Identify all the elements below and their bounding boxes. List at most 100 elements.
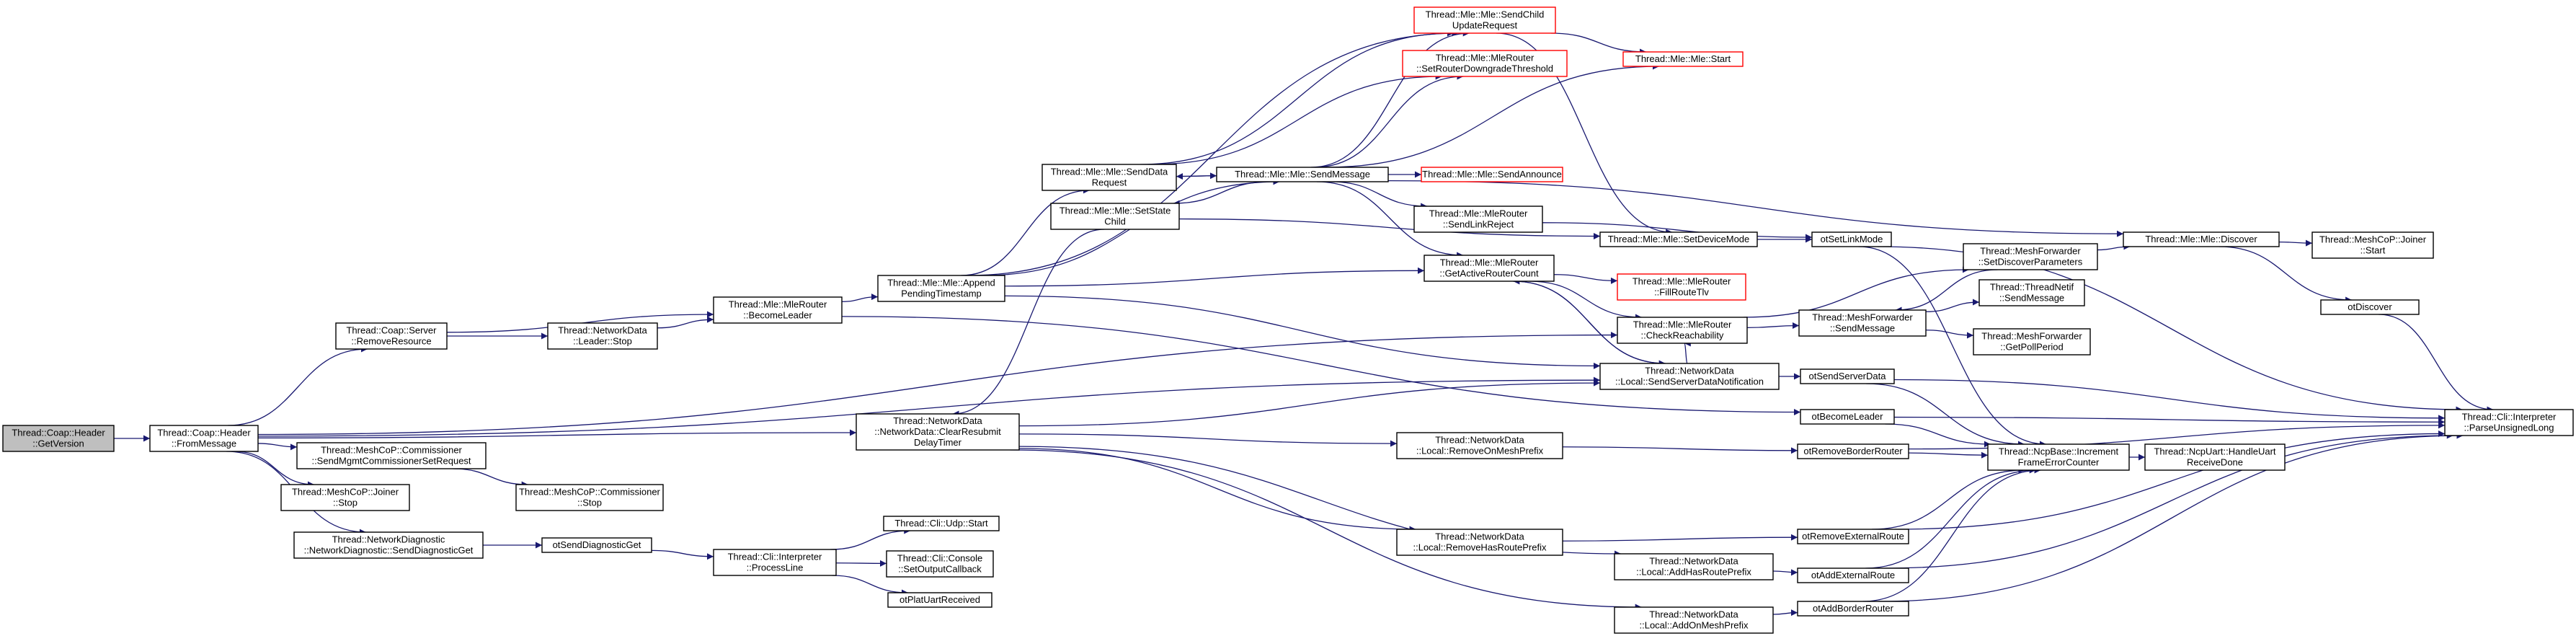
node-otsenddiag[interactable]: otSendDiagnosticGet — [541, 537, 652, 553]
node-otsetlinkmode[interactable]: otSetLinkMode — [1811, 231, 1892, 247]
node-box — [2123, 231, 2280, 247]
node-getpollperiod[interactable]: Thread::MeshForwarder::GetPollPeriod — [1973, 328, 2091, 355]
edge-sendmessage-to-senddatareq — [1176, 173, 1217, 180]
node-box — [1396, 432, 1563, 459]
edge-otremoveext-to-parseunsigned — [1894, 430, 2446, 530]
edge-removeonmesh-to-otremoveborder — [1562, 446, 1798, 454]
node-leaderstop[interactable]: Thread::NetworkData::Leader::Stop — [547, 322, 658, 350]
node-otdiscover[interactable]: otDiscover — [2320, 299, 2420, 315]
node-addonmesh[interactable]: Thread::NetworkData::Local::AddOnMeshPre… — [1614, 606, 1774, 634]
node-box — [1614, 553, 1774, 580]
node-label: ::Stop — [333, 498, 357, 508]
node-box — [1800, 409, 1895, 425]
node-label: Thread::Mle::MleRouter — [1633, 319, 1732, 330]
node-box — [1617, 317, 1748, 344]
node-label: Thread::NcpUart::HandleUart — [2154, 446, 2275, 457]
node-label: ::Start — [2360, 245, 2386, 256]
node-meshfwdsetdisc[interactable]: Thread::MeshForwarder::SetDiscoverParame… — [1963, 243, 2098, 270]
node-fillroutetlv[interactable]: Thread::Mle::MleRouter::FillRouteTlv — [1617, 273, 1746, 301]
node-clearresubmit[interactable]: Thread::NetworkData::NetworkData::ClearR… — [856, 413, 1020, 451]
node-otaddext[interactable]: otAddExternalRoute — [1797, 567, 1909, 583]
node-mlediscover[interactable]: Thread::Mle::Mle::Discover — [2123, 231, 2280, 247]
node-box — [280, 484, 410, 511]
node-otplaturt[interactable]: otPlatUartReceived — [887, 592, 992, 608]
node-box — [1800, 368, 1895, 384]
node-sendmessage[interactable]: Thread::Mle::Mle::SendMessage — [1216, 167, 1389, 182]
edge-becomeleader-to-appendpending — [841, 293, 879, 302]
node-sendannounce[interactable]: Thread::Mle::Mle::SendAnnounce — [1421, 167, 1563, 182]
node-label: ::GetVersion — [32, 438, 84, 449]
edge-otaddborder-to-ncpincrement — [1862, 467, 2041, 602]
node-label: Thread::NetworkData — [1645, 366, 1734, 376]
node-getversion[interactable]: Thread::Coap::Header::GetVersion — [2, 425, 115, 452]
edge-mlediscover-to-joinerstart — [2278, 239, 2313, 247]
node-box — [1797, 567, 1909, 583]
node-sendlinkreject[interactable]: Thread::Mle::MleRouter::SendLinkReject — [1413, 206, 1543, 233]
node-processline[interactable]: Thread::Cli::Interpreter::ProcessLine — [713, 549, 837, 576]
edge-otbecomeleader-to-parseunsigned — [1893, 416, 2446, 425]
node-label: otSetLinkMode — [1821, 234, 1883, 244]
node-mlestart[interactable]: Thread::Mle::Mle::Start — [1622, 51, 1744, 67]
node-checkreach[interactable]: Thread::Mle::MleRouter::CheckReachabilit… — [1617, 317, 1748, 344]
edge-otsendserver-to-ncpincrement — [1866, 383, 2025, 448]
node-setdevicemode[interactable]: Thread::Mle::Mle::SetDeviceMode — [1599, 231, 1758, 247]
node-label: ::SetOutputCallback — [898, 564, 982, 575]
edge-clearresubmit-to-sendserverdata — [1018, 379, 1601, 427]
node-label: ::Local::AddOnMeshPrefix — [1639, 620, 1749, 631]
node-senddiag[interactable]: Thread::NetworkDiagnostic::NetworkDiagno… — [293, 531, 484, 559]
node-getactiverouter[interactable]: Thread::Mle::MleRouter::GetActiveRouterC… — [1424, 255, 1555, 282]
node-label: otRemoveBorderRouter — [1803, 446, 1903, 456]
node-otremoveext[interactable]: otRemoveExternalRoute — [1797, 529, 1909, 544]
node-label: Thread::Coap::Header — [157, 428, 251, 438]
edge-sendmessage-to-setrouterdowngrade — [1314, 73, 1464, 168]
node-sendserverdata[interactable]: Thread::NetworkData::Local::SendServerDa… — [1599, 363, 1780, 390]
node-frommessage[interactable]: Thread::Coap::Header::FromMessage — [149, 425, 259, 452]
node-box — [1973, 328, 2091, 355]
edge-sendserverdata-to-checkreach — [1684, 340, 1691, 364]
node-label: Thread::NetworkData — [1649, 609, 1738, 620]
node-joinerstart[interactable]: Thread::MeshCoP::Joiner::Start — [2311, 231, 2434, 259]
node-label: Thread::Coap::Server — [346, 325, 437, 336]
node-udpstart[interactable]: Thread::Cli::Udp::Start — [883, 516, 1000, 531]
edge-sendmessage-to-sendlinkreject — [1331, 181, 1428, 210]
node-otaddborder[interactable]: otAddBorderRouter — [1797, 601, 1909, 617]
edge-sendmessage-to-sendchildupdate — [1310, 30, 1470, 168]
node-label: ::SendMessage — [1830, 323, 1895, 334]
node-commsendmgmt[interactable]: Thread::MeshCoP::Commissioner::SendMgmtC… — [296, 442, 487, 469]
node-label: Thread::Cli::Udp::Start — [894, 518, 988, 529]
node-otremoveborder[interactable]: otRemoveBorderRouter — [1797, 443, 1909, 459]
node-box — [149, 425, 259, 452]
node-label: Thread::Mle::MleRouter — [1633, 276, 1731, 287]
node-removehasroute[interactable]: Thread::NetworkData::Local::RemoveHasRou… — [1396, 529, 1563, 556]
node-ncpincrement[interactable]: Thread::NcpBase::IncrementFrameErrorCoun… — [1987, 443, 2130, 471]
node-parseunsigned[interactable]: Thread::Cli::Interpreter::ParseUnsignedL… — [2444, 409, 2574, 436]
node-otsendserver[interactable]: otSendServerData — [1800, 368, 1895, 384]
node-setoutputcb[interactable]: Thread::Cli::Console::SetOutputCallback — [886, 550, 994, 578]
node-meshfwdsendmsg[interactable]: Thread::MeshForwarder::SendMessage — [1798, 309, 1927, 337]
edge-getactiverouter-to-fillroutetlv — [1553, 274, 1618, 284]
node-label: ::Local::SendServerDataNotification — [1615, 376, 1764, 387]
node-joinerstop[interactable]: Thread::MeshCoP::Joiner::Stop — [280, 484, 410, 511]
node-label: Thread::Mle::MleRouter — [1436, 53, 1535, 63]
node-setrouterdowngrade[interactable]: Thread::Mle::MleRouter::SetRouterDowngra… — [1402, 50, 1568, 77]
node-commstop[interactable]: Thread::MeshCoP::Commissioner::Stop — [515, 484, 664, 511]
node-box — [1798, 309, 1927, 337]
node-label: Thread::NetworkData — [1435, 435, 1524, 446]
node-box — [883, 516, 1000, 531]
edge-sendmessage-to-setstatechild — [1173, 181, 1271, 207]
node-box — [713, 296, 843, 324]
node-becomeleader[interactable]: Thread::Mle::MleRouter::BecomeLeader — [713, 296, 843, 324]
node-netifsendmsg[interactable]: Thread::ThreadNetif::SendMessage — [1978, 279, 2085, 306]
node-addhasroute[interactable]: Thread::NetworkData::Local::AddHasRouteP… — [1614, 553, 1774, 580]
node-otbecomeleader[interactable]: otBecomeLeader — [1800, 409, 1895, 425]
node-label: Child — [1104, 216, 1126, 227]
edge-clearresubmit-to-addonmesh — [1010, 449, 1642, 611]
node-removeonmesh[interactable]: Thread::NetworkData::Local::RemoveOnMesh… — [1396, 432, 1563, 459]
node-label: otSendServerData — [1809, 371, 1887, 381]
node-removeresource[interactable]: Thread::Coap::Server::RemoveResource — [335, 322, 448, 350]
